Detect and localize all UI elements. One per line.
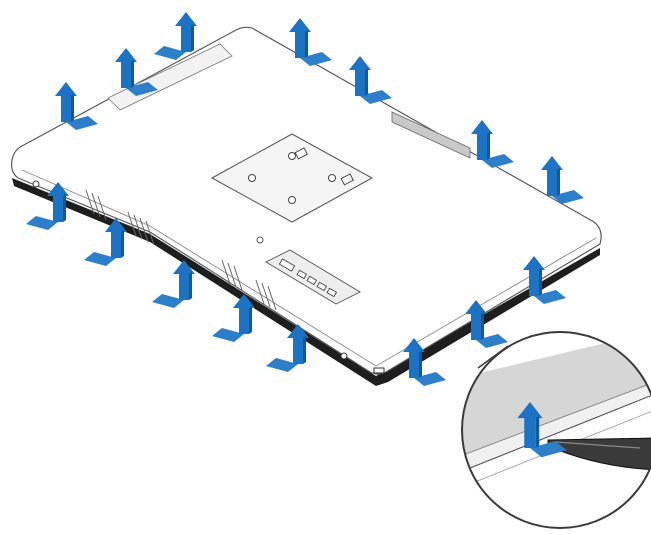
lift-arrow-shade (539, 268, 542, 296)
lift-arrow-shade (481, 312, 484, 340)
vesa-screw-hole (289, 197, 296, 204)
lift-arrow-shade (536, 416, 539, 448)
vesa-screw-hole (289, 153, 296, 160)
lift-arrow-shade (71, 94, 74, 122)
lift-arrow-shade (249, 306, 252, 334)
arrow-up-icon (212, 294, 255, 342)
lift-arrow-shade (303, 336, 306, 364)
lift-arrow-shade (121, 230, 124, 258)
lift-arrow-shade (365, 68, 368, 96)
arrow-up-icon (266, 324, 309, 372)
lift-arrow-shade (191, 24, 194, 52)
lift-arrow-shade (419, 350, 422, 378)
lift-arrow-shade (557, 168, 560, 196)
computer-rear-housing (12, 27, 602, 386)
lift-arrow-shade (131, 60, 134, 88)
screw-head (33, 181, 39, 187)
arrow-up-icon (55, 82, 98, 130)
arrow-up-icon (152, 260, 195, 308)
vesa-screw-hole (249, 175, 256, 182)
arrow-up-icon (115, 48, 158, 96)
arrow-up-icon (84, 218, 127, 266)
lift-arrow-shade (189, 272, 192, 300)
lift-arrow-shade (305, 30, 308, 58)
screw-head (341, 353, 347, 359)
vesa-screw-hole (329, 175, 336, 182)
arrow-up-icon (154, 12, 197, 60)
lift-arrow-shade (487, 132, 490, 160)
lift-arrow-shade (63, 194, 66, 222)
kensington-slot (374, 368, 384, 373)
magnified-detail (450, 320, 651, 534)
power-indicator (257, 237, 263, 243)
